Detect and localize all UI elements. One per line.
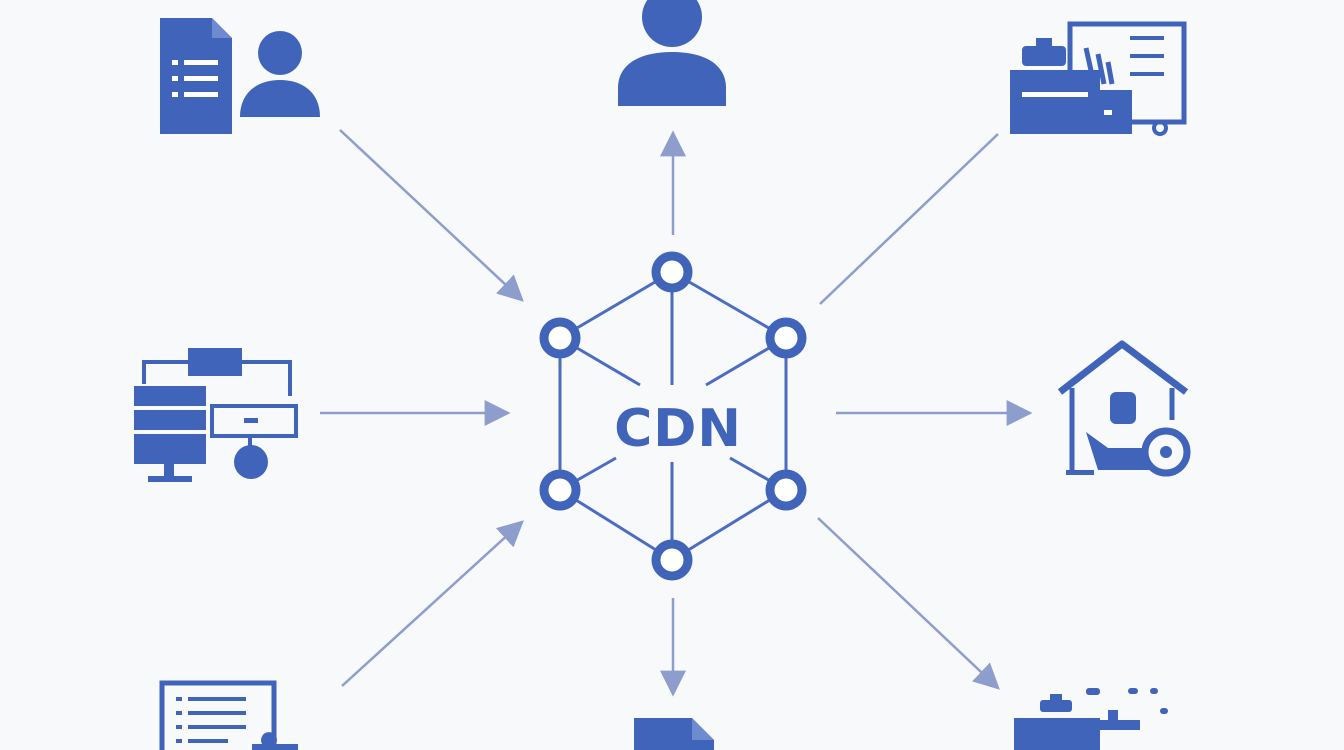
hub-node-bottom (651, 539, 693, 581)
hub-node-upper-left (539, 317, 581, 359)
hub-label: CDN (614, 399, 742, 459)
arrow-hub-to-bottom-right (817, 517, 1000, 690)
hub-node-top (651, 251, 693, 293)
file-icon (634, 718, 714, 750)
arrow-bottom-left-to-hub (341, 520, 524, 687)
document-user-icon (160, 18, 320, 134)
hub-node-lower-right (765, 469, 807, 511)
arrow-top-left-to-hub (339, 129, 524, 302)
hub-node-lower-left (539, 469, 581, 511)
user-icon (618, 0, 726, 106)
cash-register-icon (1010, 21, 1187, 136)
home-device-icon (1057, 340, 1191, 477)
cdn-hub: CDN (539, 251, 807, 581)
line-hub-top-right (819, 133, 999, 305)
hub-nodes (539, 251, 807, 581)
hub-edges (558, 270, 788, 562)
hub-node-upper-right (765, 317, 807, 359)
document-puzzle-icon (159, 680, 298, 750)
server-network-icon (134, 348, 298, 482)
connectors (320, 129, 1033, 697)
machine-icon (1014, 688, 1168, 750)
